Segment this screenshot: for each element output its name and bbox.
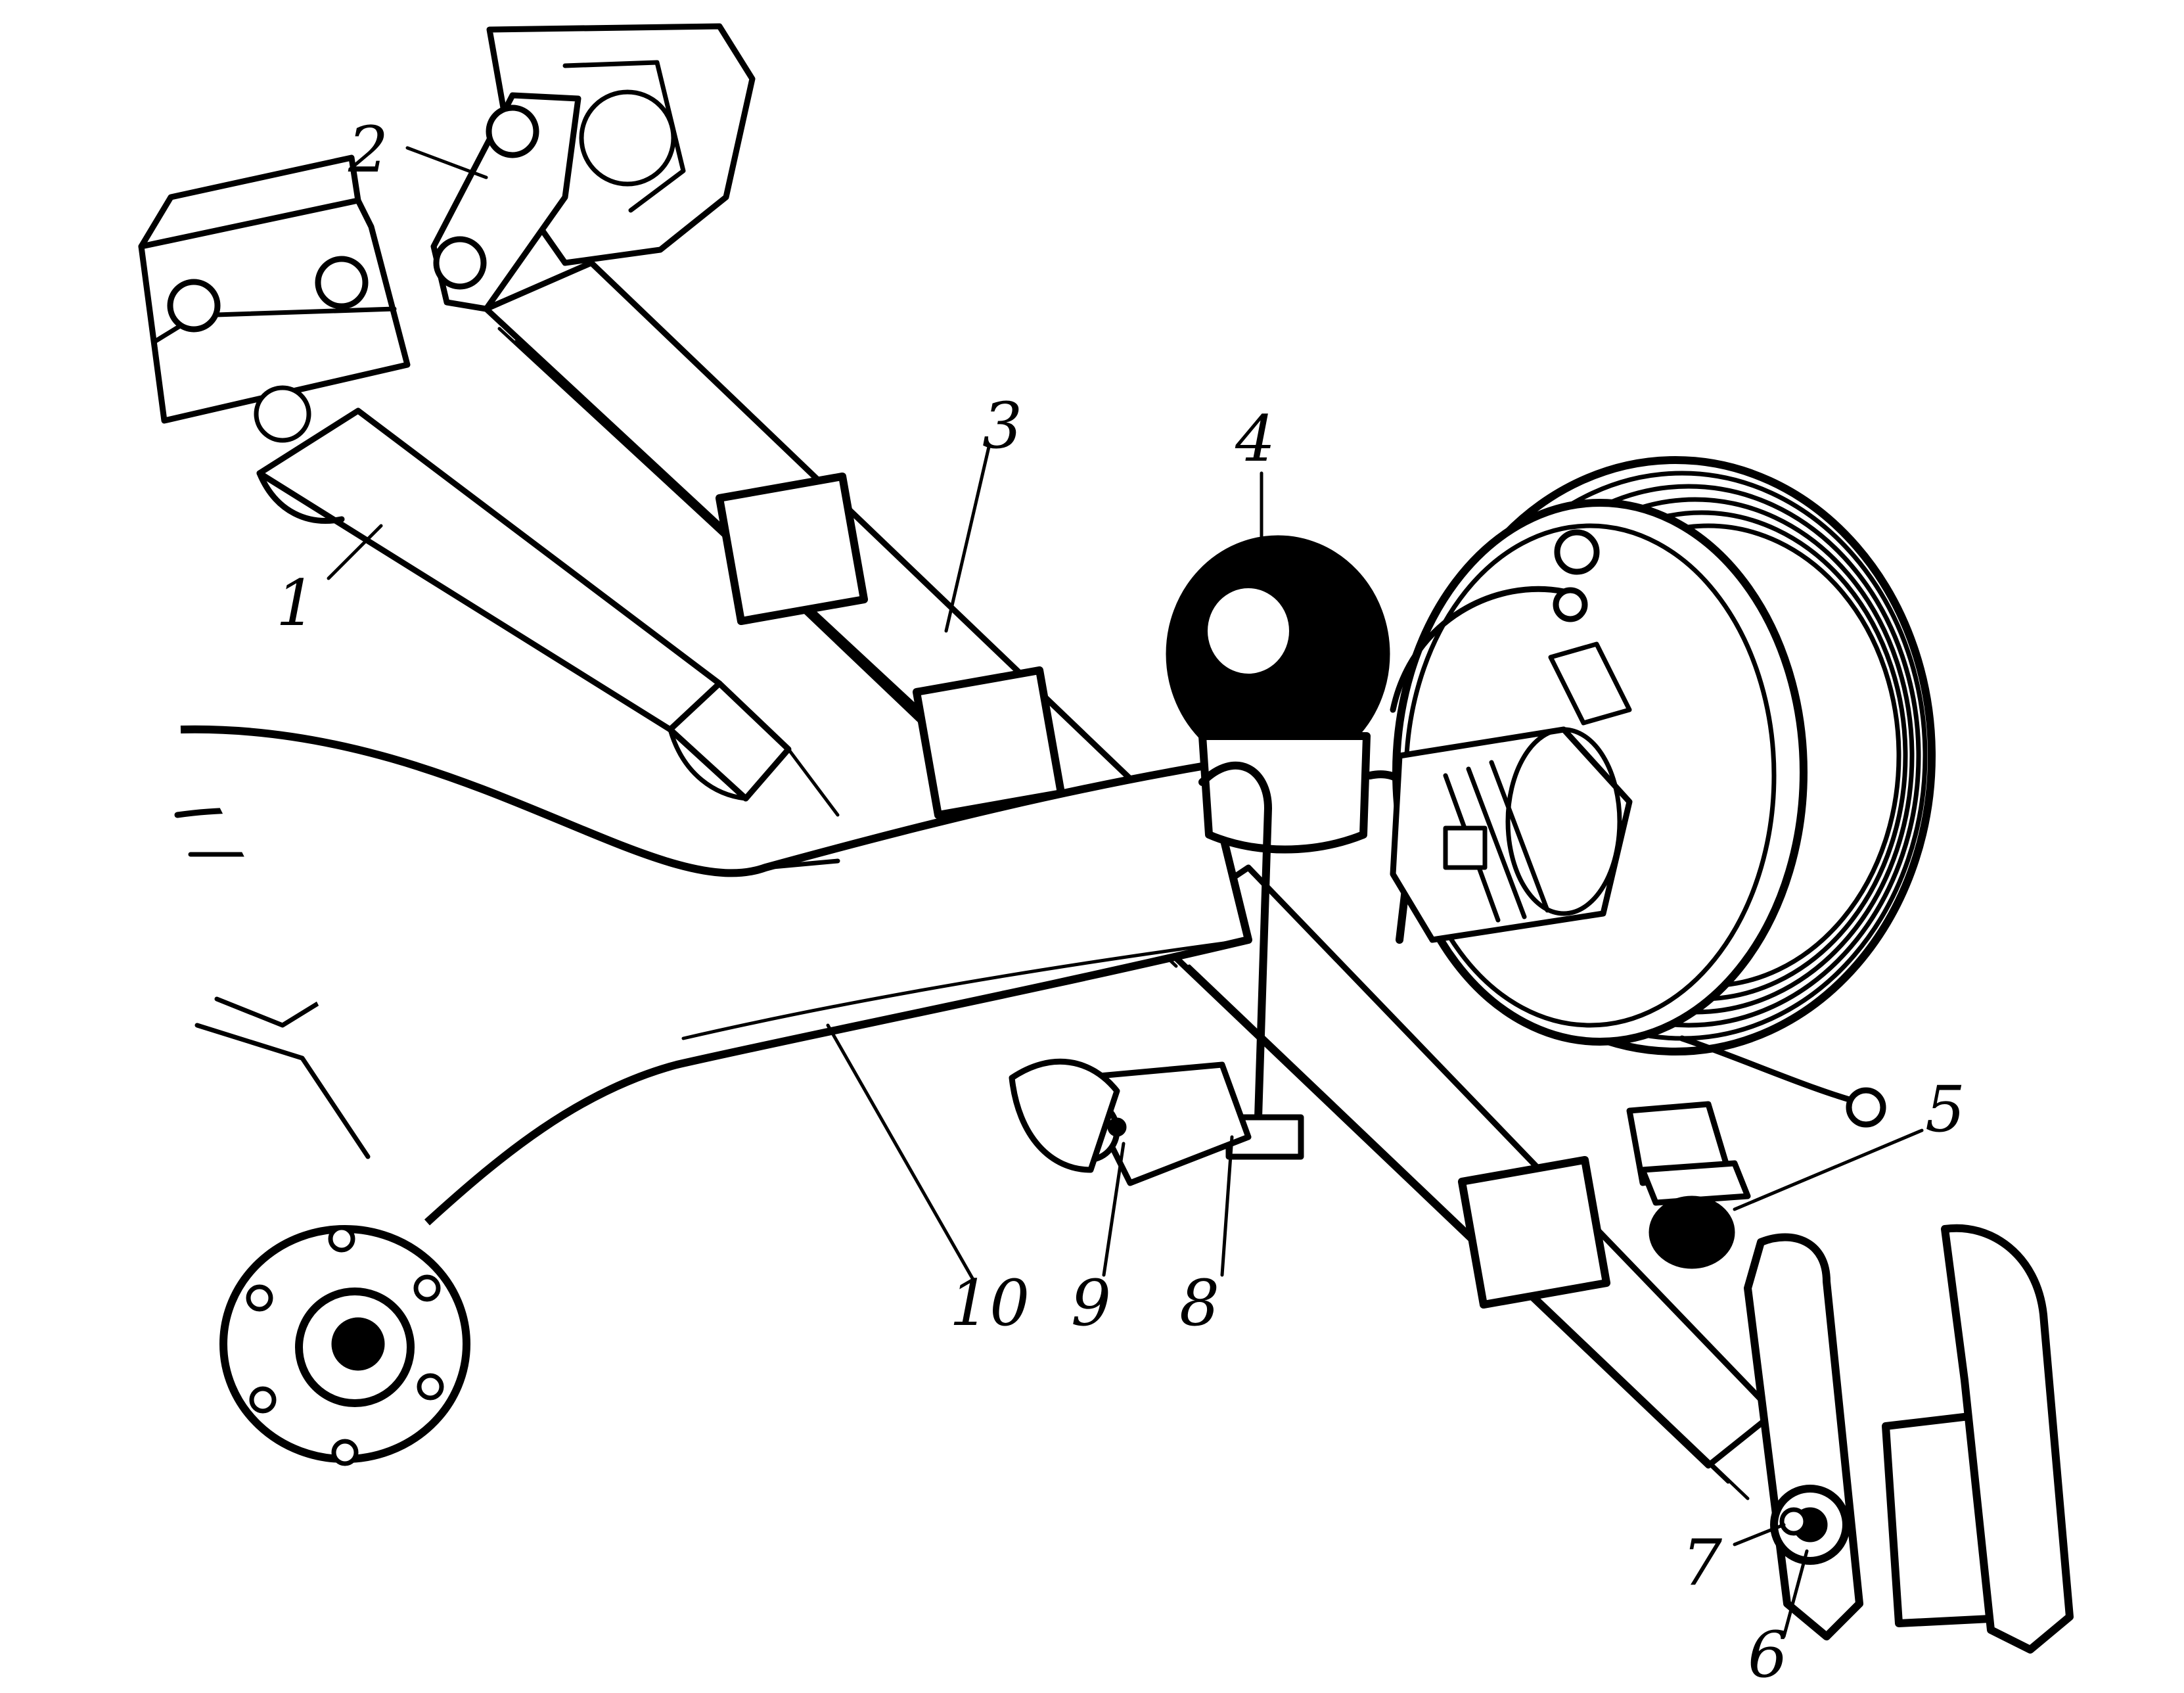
- callout-1: 1: [276, 567, 317, 640]
- callout-8: 8: [1179, 1266, 1220, 1340]
- axle-beam-drawing: [180, 725, 1252, 1226]
- rebound-stop-drawing: [1626, 1101, 1751, 1269]
- callout-6: 6: [1748, 1618, 1788, 1692]
- right-wheel-drawing: [1390, 456, 1936, 1128]
- callout-2: 2: [348, 113, 389, 187]
- callout-3: 3: [982, 389, 1023, 463]
- callout-9: 9: [1071, 1266, 1112, 1340]
- compression-buffer-drawing: [1166, 535, 1390, 854]
- rear-shackle-drawing: [1744, 1224, 2074, 1654]
- lower-shock-mount-drawing: [1009, 1058, 1252, 1186]
- leader-lines: [327, 146, 1924, 1638]
- callout-10: 10: [949, 1266, 1030, 1340]
- callout-4: 4: [1235, 402, 1276, 476]
- shock-absorber-drawing: [138, 154, 840, 817]
- front-spring-bracket-drawing: [430, 23, 756, 312]
- leaf-spring-drawing: [483, 260, 1777, 1500]
- callout-5: 5: [1925, 1073, 1966, 1146]
- callout-7: 7: [1682, 1526, 1723, 1600]
